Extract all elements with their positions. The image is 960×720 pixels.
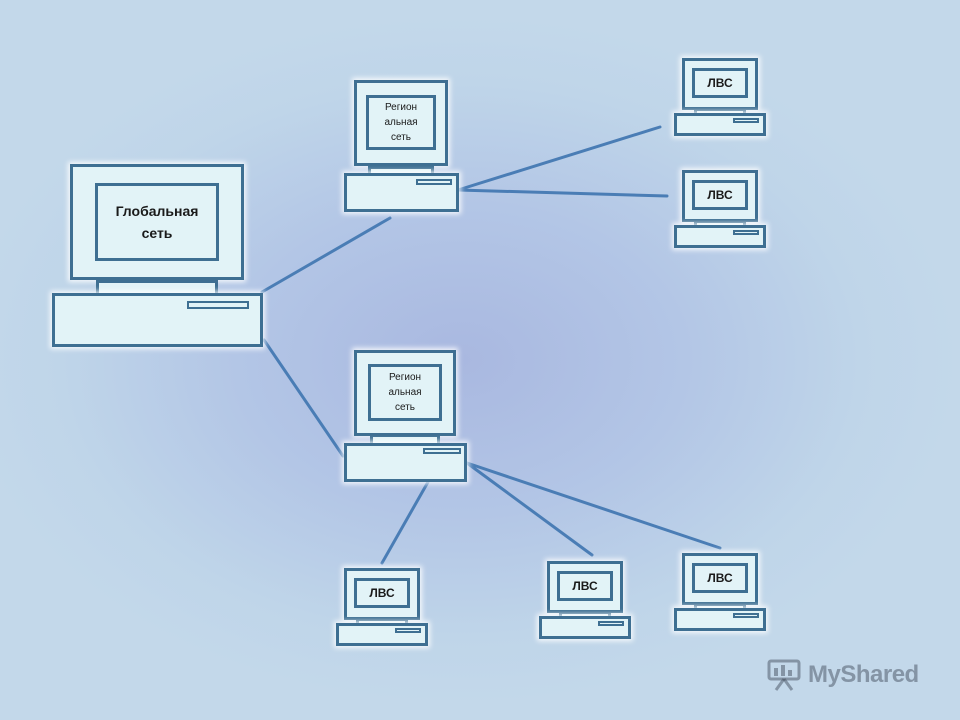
disk-drive xyxy=(187,301,249,309)
node-label: ЛВС xyxy=(572,579,598,593)
system-unit xyxy=(674,225,766,248)
monitor-stand xyxy=(694,603,746,610)
disk-drive xyxy=(733,230,759,235)
monitor-stand xyxy=(694,108,746,115)
screen: ЛВС xyxy=(692,68,748,98)
link-regional1-lan1 xyxy=(456,125,662,192)
system-unit xyxy=(539,616,631,639)
monitor-stand xyxy=(694,220,746,227)
link-global-regional2 xyxy=(262,338,345,458)
disk-drive xyxy=(416,179,452,185)
disk-drive xyxy=(598,621,624,626)
screen: ЛВС xyxy=(354,578,410,608)
disk-drive xyxy=(423,448,461,454)
node-label: ЛВС xyxy=(707,571,733,585)
screen: ЛВС xyxy=(557,571,613,601)
link-regional2-lan5 xyxy=(465,461,722,550)
node-label: ЛВС xyxy=(707,76,733,90)
watermark-text: MyShared xyxy=(808,661,919,688)
monitor-stand xyxy=(370,434,440,444)
node-label: ЛВС xyxy=(369,586,395,600)
system-unit xyxy=(674,113,766,136)
disk-drive xyxy=(733,118,759,123)
system-unit xyxy=(674,608,766,631)
link-regional2-lan3 xyxy=(380,480,430,565)
monitor-stand xyxy=(96,280,218,293)
system-unit xyxy=(336,623,428,646)
link-regional1-lan2 xyxy=(456,188,669,198)
screen: ЛВС xyxy=(692,180,748,210)
monitor-stand xyxy=(559,611,611,618)
disk-drive xyxy=(395,628,421,633)
watermark: MyShared xyxy=(766,655,919,695)
link-global-regional1 xyxy=(260,216,392,294)
disk-drive xyxy=(733,613,759,618)
monitor-stand xyxy=(356,618,408,625)
link-regional2-lan4 xyxy=(465,461,594,557)
node-label: ЛВС xyxy=(707,188,733,202)
presentation-board-icon xyxy=(767,659,801,691)
monitor-stand xyxy=(368,166,434,175)
screen: ЛВС xyxy=(692,563,748,593)
